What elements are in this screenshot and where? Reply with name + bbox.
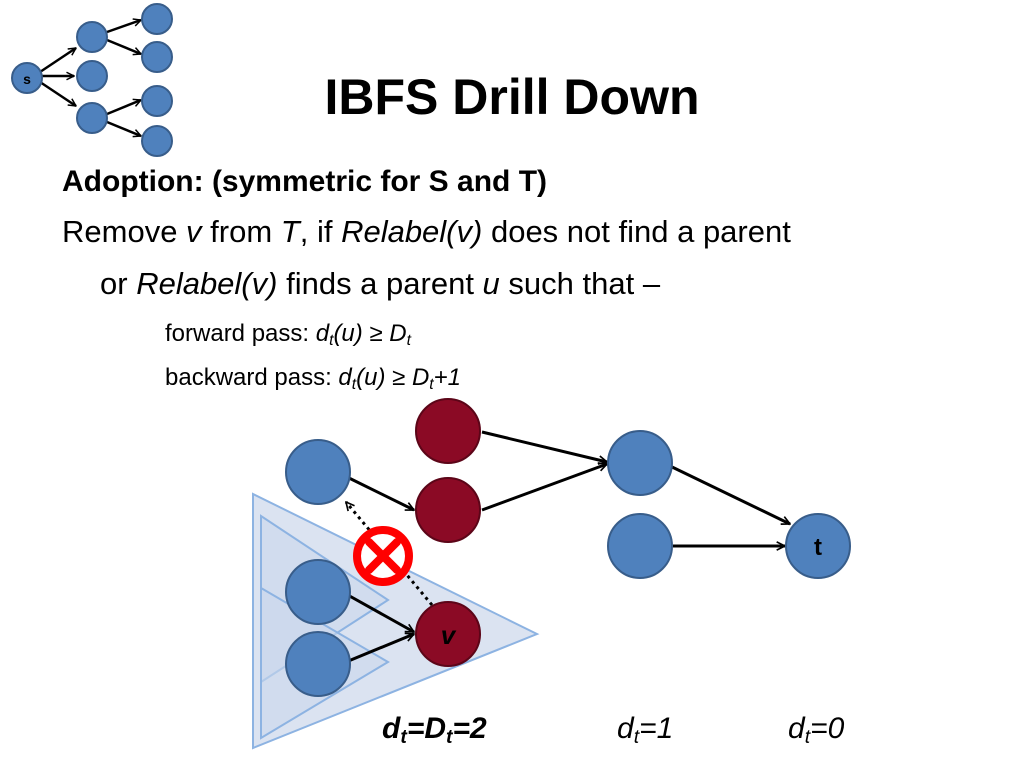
edge — [345, 592, 414, 634]
blue-node — [607, 513, 673, 579]
logo-node — [76, 102, 108, 134]
sink-node-t — [785, 513, 851, 579]
slide-title: IBFS Drill Down — [324, 69, 700, 125]
rule-line-1: Remove v from T, if Relabel(v) does not … — [62, 214, 791, 249]
blocked-cross-icon — [353, 526, 413, 586]
level-label-2: dt=Dt=2 — [382, 712, 487, 748]
edge — [481, 464, 607, 512]
backward-pass-condition: backward pass: dt(u) ≥ Dt+1 — [165, 364, 462, 393]
red-node — [415, 477, 481, 543]
blue-node — [285, 439, 351, 505]
logo-node — [141, 125, 173, 157]
rule-line-2: or Relabel(v) finds a parent u such that… — [100, 266, 661, 301]
forward-pass-condition: forward pass: dt(u) ≥ Dt — [165, 320, 411, 349]
logo-node-s-label: s — [23, 71, 31, 87]
logo-node-s — [11, 62, 43, 94]
blue-node — [607, 430, 673, 496]
adoption-heading: Adoption: (symmetric for S and T) — [62, 165, 548, 198]
edge — [345, 634, 414, 664]
node-v — [415, 601, 481, 667]
logo-node — [76, 60, 108, 92]
logo-node — [141, 3, 173, 35]
logo-graph: s — [11, 3, 173, 157]
level-label-0: dt=0 — [788, 712, 845, 748]
sink-node-t-label: t — [814, 534, 822, 561]
logo-node — [141, 41, 173, 73]
edge — [348, 476, 414, 512]
logo-node — [141, 85, 173, 117]
node-v-label: v — [441, 620, 457, 650]
logo-node — [76, 21, 108, 53]
level-label-1: dt=1 — [617, 712, 674, 748]
red-node — [415, 398, 481, 464]
edge — [481, 430, 607, 462]
dotted-parent-edge — [346, 502, 434, 606]
blue-node — [285, 631, 351, 697]
edge — [669, 464, 790, 526]
blue-node — [285, 559, 351, 625]
